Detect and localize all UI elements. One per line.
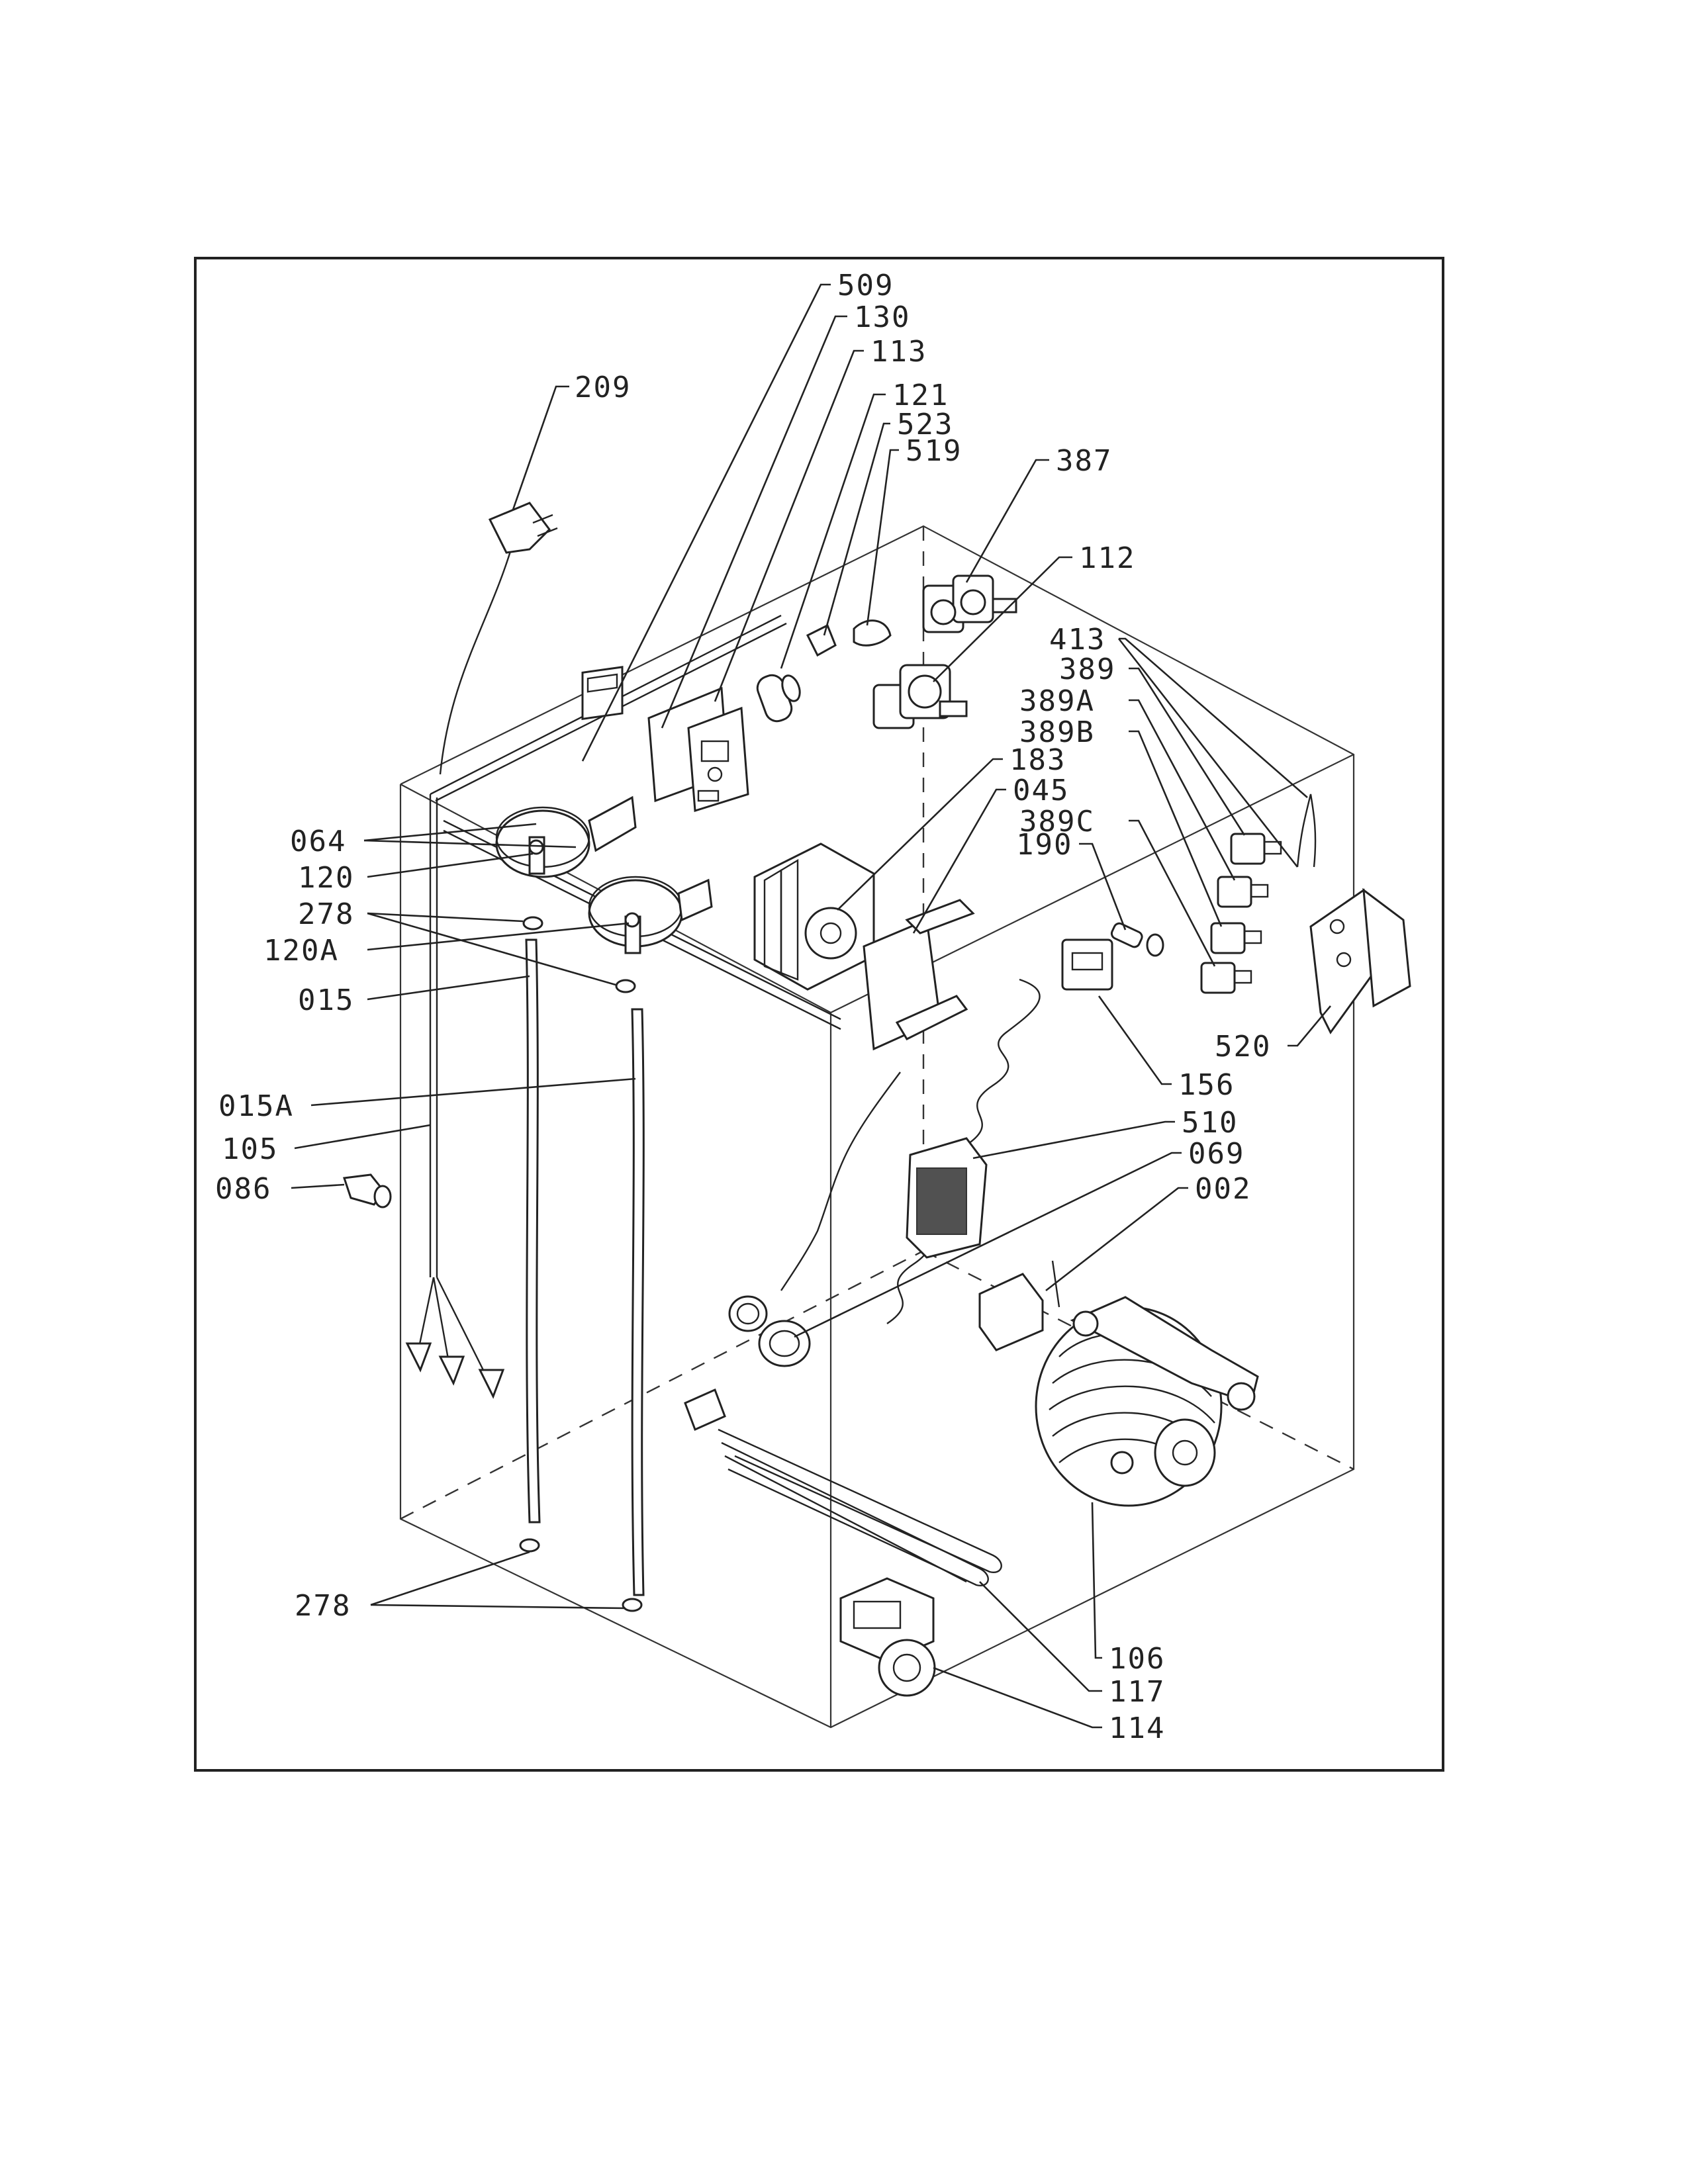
- drain-pump: [839, 1577, 936, 1697]
- wiring-harness: [405, 614, 841, 1399]
- callout-015: 015: [298, 983, 354, 1017]
- callout-510: 510: [1182, 1106, 1238, 1140]
- callout-387: 387: [1056, 444, 1112, 478]
- callout-002: 002: [1195, 1172, 1251, 1206]
- callout-labels: 509 130 113 121 523 519 209 387 112 413 …: [215, 269, 1271, 1745]
- selector-knob: [1110, 922, 1164, 957]
- callout-190: 190: [1016, 828, 1072, 862]
- callout-069: 069: [1188, 1137, 1244, 1171]
- callout-389: 389: [1059, 653, 1115, 686]
- push-button-switches: [1200, 833, 1282, 994]
- capacitor: [756, 674, 801, 723]
- programme-timer: [753, 842, 875, 991]
- mounting-bracket: [863, 899, 975, 1051]
- callout-113: 113: [870, 335, 927, 369]
- power-cord-plug: [439, 502, 558, 775]
- callout-086: 086: [215, 1172, 271, 1206]
- callout-045: 045: [1013, 774, 1069, 807]
- callout-120A: 120A: [263, 934, 339, 968]
- door-interlock: [978, 1260, 1060, 1351]
- callout-064: 064: [290, 825, 346, 858]
- callout-114: 114: [1109, 1711, 1165, 1745]
- callout-130: 130: [854, 300, 910, 334]
- pressure-switch-1: [495, 796, 637, 878]
- callout-183: 183: [1009, 743, 1066, 777]
- callout-278-bottom: 278: [295, 1589, 351, 1623]
- callout-413: 413: [1049, 623, 1105, 657]
- pcb-assembly: [647, 686, 749, 812]
- wire-link: [1296, 794, 1317, 868]
- callout-278-top: 278: [298, 897, 354, 931]
- drawing-frame: [194, 257, 1444, 1772]
- callout-112: 112: [1079, 541, 1135, 575]
- thermostat: [1061, 938, 1113, 991]
- drive-motor: [1035, 1296, 1259, 1507]
- leader-lines: [291, 283, 1331, 1729]
- callout-117: 117: [1109, 1675, 1165, 1709]
- callout-120: 120: [298, 861, 354, 895]
- switch-bracket-plate: [1309, 887, 1411, 1034]
- callout-389A: 389A: [1019, 684, 1095, 718]
- callout-389B: 389B: [1019, 715, 1095, 749]
- hose-clamp-rings: [519, 916, 643, 1612]
- grommet: [758, 1320, 811, 1367]
- callout-121: 121: [892, 379, 949, 412]
- callout-105: 105: [222, 1132, 278, 1166]
- harness-clip: [342, 1173, 392, 1208]
- callout-015A: 015A: [218, 1089, 294, 1123]
- double-water-valve: [922, 574, 1017, 633]
- callout-520: 520: [1215, 1030, 1271, 1064]
- callout-156: 156: [1178, 1068, 1235, 1102]
- callout-509: 509: [837, 269, 894, 302]
- pressure-switch-2: [588, 876, 713, 954]
- retaining-clips: [806, 619, 892, 657]
- interference-suppressor: [906, 1137, 988, 1259]
- heating-element: [684, 1388, 1002, 1586]
- callout-209: 209: [575, 371, 631, 404]
- control-block: [581, 666, 624, 721]
- single-water-valve: [872, 664, 968, 729]
- callout-523: 523: [897, 408, 953, 441]
- callout-519: 519: [906, 434, 962, 468]
- pressure-hoses: [525, 938, 645, 1596]
- callout-389C: 389C: [1019, 805, 1095, 839]
- callout-106: 106: [1109, 1642, 1165, 1676]
